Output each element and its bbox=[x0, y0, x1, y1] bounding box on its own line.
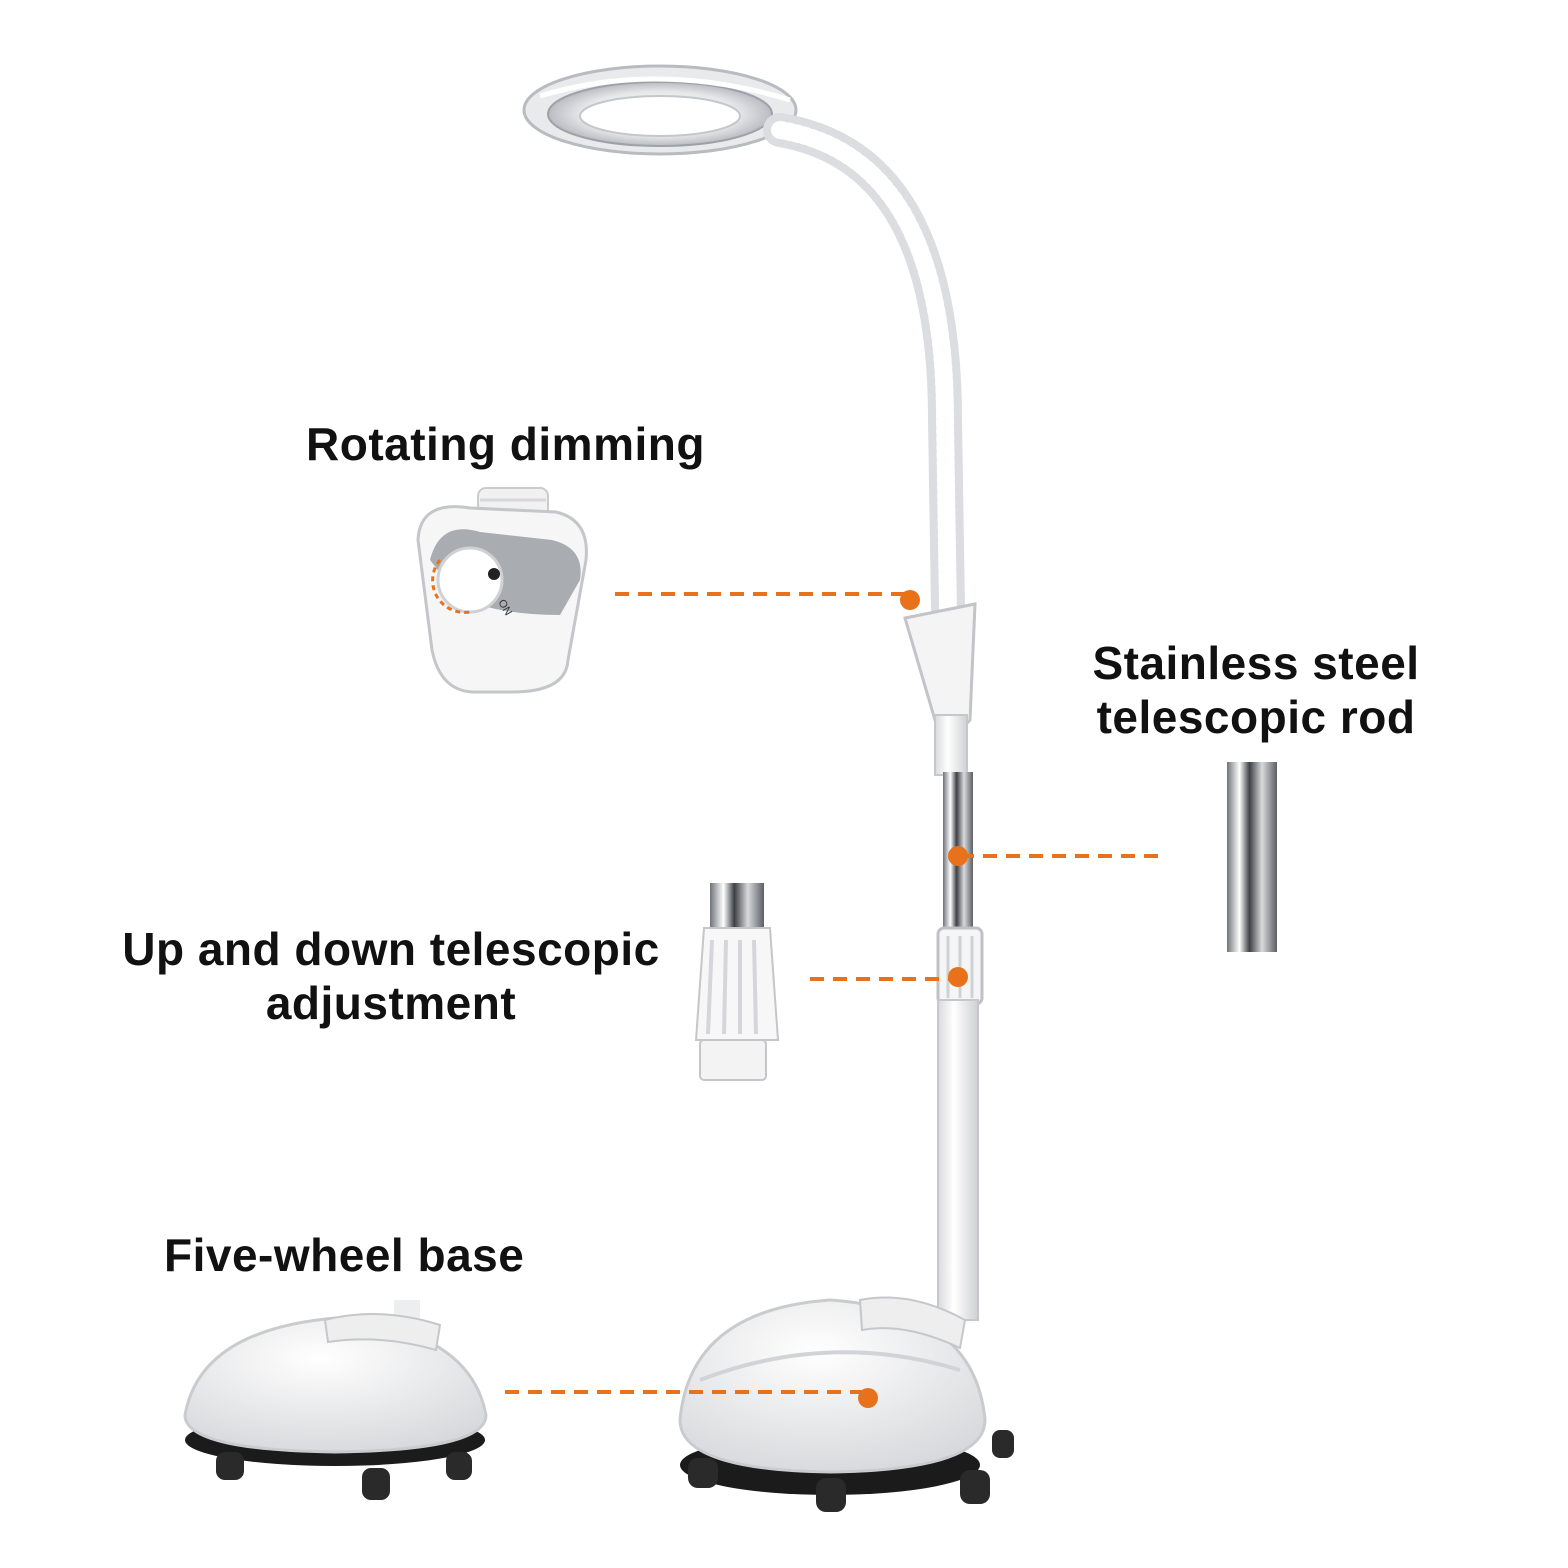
gooseneck-arm bbox=[763, 113, 965, 627]
label-wheel-base: Five-wheel base bbox=[164, 1228, 524, 1282]
telescopic-clamp bbox=[936, 926, 984, 1006]
label-steel-rod: Stainless steel telescopic rod bbox=[1086, 636, 1426, 744]
marker-telescopic-adjustment bbox=[948, 967, 968, 987]
lamp-head bbox=[522, 64, 798, 156]
callout-leaders bbox=[505, 590, 1160, 1408]
label-line: Rotating dimming bbox=[306, 418, 705, 470]
label-line: Five-wheel base bbox=[164, 1229, 525, 1281]
dimmer-collar bbox=[903, 602, 977, 734]
lower-pole bbox=[937, 999, 979, 1321]
inset-steel-rod bbox=[1227, 762, 1277, 952]
inset-telescopic-clamp bbox=[694, 883, 780, 1081]
inset-dimmer-knob: ON bbox=[416, 487, 588, 694]
label-line: adjustment bbox=[265, 977, 517, 1029]
marker-steel-rod bbox=[948, 846, 968, 866]
label-line: Up and down telescopic bbox=[122, 923, 660, 975]
inset-wheel-base bbox=[183, 1300, 488, 1500]
marker-wheel-base bbox=[858, 1388, 878, 1408]
label-line: telescopic rod bbox=[1096, 691, 1416, 743]
label-telescopic-adjustment: Up and down telescopic adjustment bbox=[116, 922, 666, 1030]
label-line: Stainless steel bbox=[1092, 637, 1420, 689]
label-rotating-dimming: Rotating dimming bbox=[306, 417, 705, 471]
marker-rotating-dimming bbox=[900, 590, 920, 610]
main-wheel-base bbox=[678, 1296, 1014, 1512]
